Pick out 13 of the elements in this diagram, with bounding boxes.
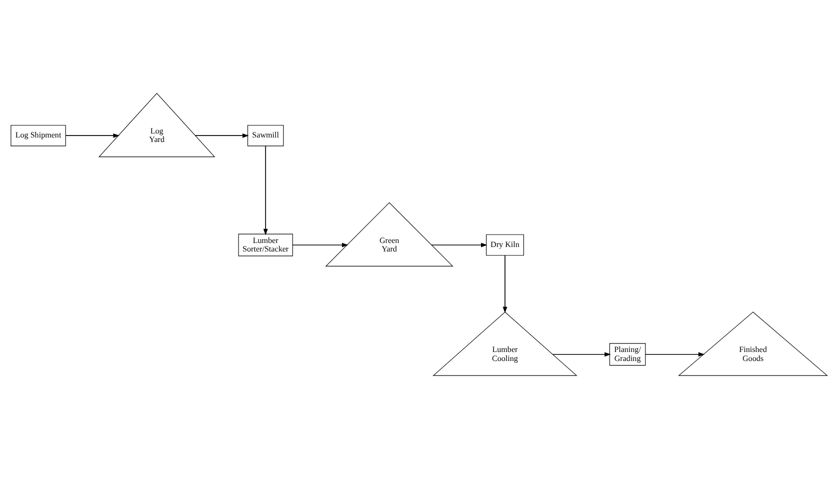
arrow <box>292 242 348 248</box>
arrow <box>645 352 705 357</box>
node-box: Lumber Sorter/Stacker <box>238 234 293 256</box>
arrow <box>195 133 249 138</box>
arrow <box>502 254 508 314</box>
arrow <box>65 133 120 138</box>
node-box: Log Shipment <box>10 124 66 146</box>
arrow <box>431 242 488 248</box>
node-box: Sawmill <box>247 124 284 146</box>
arrow <box>263 146 268 236</box>
arrow <box>552 352 611 357</box>
node-box: Planing/ Grading <box>609 343 646 366</box>
node-box: Dry Kiln <box>486 234 524 256</box>
